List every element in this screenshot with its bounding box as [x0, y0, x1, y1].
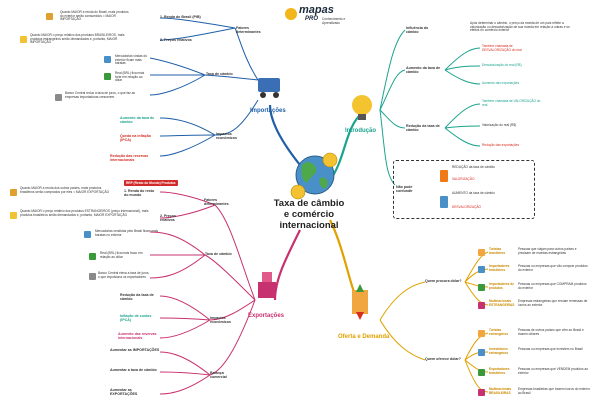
branch-exportacoes: Exportações	[248, 313, 285, 319]
exp-impact-1: Redução da taxa de câmbio	[120, 293, 154, 302]
imp-mercadorias-icon	[104, 56, 111, 63]
oferece-desc-3: Pessoas ou empresas que VENDEM produtos …	[518, 367, 588, 375]
oferece-name-2: Investidores estrangeiros	[489, 347, 509, 355]
imp-impact-2: Queda na inflação (IPCA)	[120, 134, 151, 143]
procura-name-4: Multinacionais ESTRANGEIRAS	[489, 299, 515, 307]
intro-influencia: Influência do câmbio	[406, 26, 429, 35]
exp-bc-icon	[89, 273, 96, 280]
exp-taxa: Taxa de câmbio	[205, 252, 232, 256]
imp-note-precos: Quanto MAIOR o preço relativo dos produt…	[30, 33, 125, 45]
imp-precos-icon	[20, 36, 27, 43]
exp-balanca-2: Aumentar a taxa de câmbio	[110, 368, 157, 372]
confuse-box	[393, 160, 535, 219]
exp-renda: 1. Renda do resto do mundo	[124, 189, 155, 198]
procura-icon-4	[478, 302, 485, 309]
imp-taxa: Taxa de câmbio	[206, 72, 233, 76]
oferece-icon-4	[478, 389, 485, 396]
branch-importacoes: Importações	[250, 108, 286, 114]
exp-balanca: Balança comercial	[210, 371, 227, 380]
imp-real-icon	[104, 73, 111, 80]
oferece-desc-1: Pessoas de outros países que vêm ao Bras…	[518, 328, 584, 336]
intro-aumento: Aumento da taxa de câmbio	[406, 66, 441, 75]
oferece-name-1: Turistas estrangeiros	[489, 328, 509, 336]
oferece-desc-4: Empresas brasileiras que trazem lucros d…	[518, 387, 590, 395]
intro-reducao-2: Valorização do real (R$)	[482, 123, 517, 127]
intro-aumento-2: Desvalorização do real (R$)	[482, 63, 522, 67]
confuse-reducao: REDUÇÃO da taxa de câmbio	[452, 165, 495, 169]
oferece-name-4: Multinacionais BRASILEIRAS	[489, 387, 512, 395]
intro-reducao-1: Também chamada de VALORIZAÇÃO do real	[482, 99, 541, 107]
oferece-desc-2: Pessoas ou empresas que investem no Bras…	[518, 347, 583, 351]
exp-precos-icon	[10, 212, 17, 219]
logo-mapas: mapas	[299, 4, 334, 16]
exp-impactos: Impactos econômicos	[210, 316, 231, 325]
imp-bc-icon	[55, 94, 62, 101]
intro-confuse: Não pode confundir	[396, 185, 413, 194]
intro-aumento-1: Também chamada de DESVALORIZAÇÃO do real	[482, 44, 522, 52]
oferta-procura: Quem procura dólar?	[425, 279, 462, 283]
procura-icon-2	[478, 266, 485, 273]
imp-note-mercadorias: Mercadorias vindas do exterior ficam mai…	[115, 54, 148, 66]
logo-pro: PRO	[305, 16, 319, 22]
exp-note-real: Real (BRL) fica mais fraco em relação ao…	[100, 251, 143, 259]
exp-mercadorias-icon	[84, 231, 91, 238]
exp-note-precos: Quanto MAIOR o preço relativo dos produt…	[20, 209, 149, 217]
arrow-up-icon	[440, 196, 448, 208]
intro-aumento-3: Aumento das exportações	[482, 81, 520, 85]
exp-note-bc: Banco Central eleva a taxa de juros, o q…	[98, 271, 150, 279]
exp-balanca-3: Aumentar as EXPORTAÇÕES	[110, 388, 138, 397]
procura-icon-3	[478, 284, 485, 291]
oferece-icon-1	[478, 330, 485, 337]
exp-real-icon	[89, 253, 96, 260]
oferece-name-3: Exportadores brasileiros	[489, 367, 510, 375]
logo-tagline: Conhecimento e Aprendizado	[322, 17, 346, 25]
confuse-valorizacao: VALORIZAÇÃO	[452, 177, 475, 181]
imp-fatores: Fatores determinantes	[236, 26, 261, 35]
imp-renda: 1. Renda do Brasil (PIB)	[160, 15, 201, 19]
procura-desc-3: Pessoas ou empresas que COMPRAM produtos…	[518, 282, 587, 290]
exp-precos: 2. Preços relativos	[160, 214, 176, 223]
procura-name-1: Turistas brasileiros	[489, 247, 506, 255]
procura-name-2: Importadores brasileiros	[489, 264, 510, 272]
imp-note-real: Real (BRL) fica mais forte em relação ao…	[115, 71, 145, 83]
exp-renda-icon	[10, 189, 17, 196]
arrow-down-icon	[440, 170, 448, 182]
imp-impactos: Impactos econômicos	[216, 132, 237, 141]
confuse-aumento: AUMENTO da taxa de câmbio	[452, 191, 495, 195]
imp-renda-icon	[46, 13, 53, 20]
imp-impact-1: Aumento da taxa de câmbio	[120, 116, 155, 125]
exp-note-renda: Quanto MAIOR a renda dos outros países, …	[20, 186, 110, 194]
oferece-icon-3	[478, 369, 485, 376]
procura-desc-2: Pessoas ou empresas que vão comprar prod…	[518, 264, 588, 272]
exp-balanca-1: Aumentar as IMPORTAÇÕES	[110, 348, 160, 352]
procura-desc-4: Empresas estrangeiras que enviam remessa…	[518, 299, 588, 307]
exp-note-mercadorias: Mercadorias vendidas pelo Brasil ficam m…	[95, 229, 159, 237]
intro-reducao-3: Redução das exportações	[482, 143, 520, 147]
imp-note-bc: Banco Central reduz a taxa de juros, o q…	[65, 91, 135, 99]
exp-impact-3: Aumento das reservas internacionais	[118, 332, 157, 341]
branch-oferta-demanda: Oferta e Demanda	[338, 334, 390, 340]
procura-icon-1	[478, 249, 485, 256]
oferta-oferece: Quem oferece dólar?	[425, 357, 461, 361]
intro-influencia-desc: Após determinar o câmbio, o preço da moe…	[470, 21, 570, 33]
imp-note-renda: Quanto MAIOR a renda do Brasil, mais pro…	[60, 10, 129, 22]
branch-introducao: Introdução	[345, 128, 376, 134]
imp-precos: 2. Preços relativos	[160, 38, 192, 42]
exp-fatores: Fatores determinantes	[204, 198, 229, 207]
exp-impact-2: Inflação de custos (IPCA)	[120, 314, 152, 323]
oferece-icon-2	[478, 349, 485, 356]
procura-desc-1: Pessoas que viajam para outros países e …	[518, 247, 577, 255]
central-topic: Taxa de câmbio e comércio internacional	[273, 198, 345, 231]
exp-tag-rrp: RRP (Resto do Mundo) Produtos	[124, 180, 178, 186]
confuse-desvalorizacao: DESVALORIZAÇÃO	[452, 205, 481, 209]
intro-reducao: Redução da taxa de câmbio	[406, 124, 440, 133]
imp-impact-3: Redução das reservas internacionais	[110, 154, 149, 163]
procura-name-3: Importadores de produtos	[489, 282, 514, 290]
